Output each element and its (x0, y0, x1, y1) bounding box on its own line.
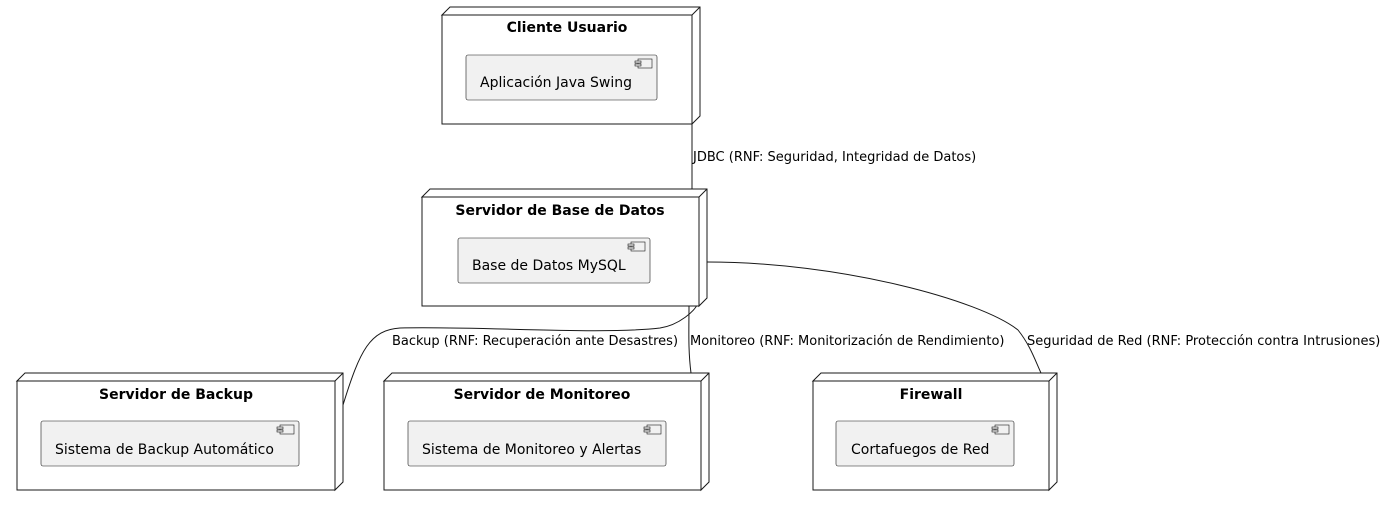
component-label: Sistema de Backup Automático (55, 442, 274, 458)
component-box (457, 237, 651, 284)
component-icon (991, 424, 1010, 435)
node-title: Cliente Usuario (507, 20, 628, 36)
edge-label-monitoreo: Monitoreo (RNF: Monitorización de Rendim… (690, 334, 1005, 349)
node-title: Firewall (900, 387, 963, 403)
component-label: Cortafuegos de Red (851, 442, 989, 458)
node-servidor-de-backup: Servidor de Backup Sistema de Backup Aut… (15, 372, 344, 492)
component-label: Base de Datos MySQL (472, 258, 626, 274)
component-icon (627, 241, 646, 252)
component-box (407, 420, 667, 467)
edges (342, 124, 1042, 406)
node-title: Servidor de Base de Datos (455, 203, 664, 219)
component-aplicacion-java-swing: Aplicación Java Swing (465, 54, 658, 101)
component-base-de-datos-mysql: Base de Datos MySQL (457, 237, 651, 284)
component-label: Sistema de Monitoreo y Alertas (422, 442, 641, 458)
component-label: Aplicación Java Swing (480, 75, 632, 91)
edge-label-seguridad: Seguridad de Red (RNF: Protección contra… (1027, 334, 1380, 349)
component-icon (634, 58, 653, 69)
node-title: Servidor de Monitoreo (454, 387, 631, 403)
edge-monitoreo (688, 304, 692, 374)
edge-label-jdbc: JDBC (RNF: Seguridad, Integridad de Dato… (692, 150, 976, 165)
node-title: Servidor de Backup (99, 387, 253, 403)
edge-backup (342, 304, 698, 406)
node-firewall: Firewall Cortafuegos de Red (811, 372, 1058, 492)
component-box (465, 54, 658, 101)
node-cliente-usuario: Cliente Usuario Aplicación Java Swing (440, 6, 701, 126)
edge-seguridad (706, 261, 1042, 374)
component-icon (643, 424, 662, 435)
component-box (835, 420, 1015, 467)
component-icon (276, 424, 295, 435)
node-servidor-base-de-datos: Servidor de Base de Datos Base de Datos … (420, 188, 708, 308)
component-sistema-de-monitoreo: Sistema de Monitoreo y Alertas (407, 420, 667, 467)
node-servidor-de-monitoreo: Servidor de Monitoreo Sistema de Monitor… (382, 372, 710, 492)
component-cortafuegos-de-red: Cortafuegos de Red (835, 420, 1015, 467)
edge-label-backup: Backup (RNF: Recuperación ante Desastres… (392, 334, 678, 349)
component-sistema-de-backup: Sistema de Backup Automático (40, 420, 300, 467)
component-box (40, 420, 300, 467)
